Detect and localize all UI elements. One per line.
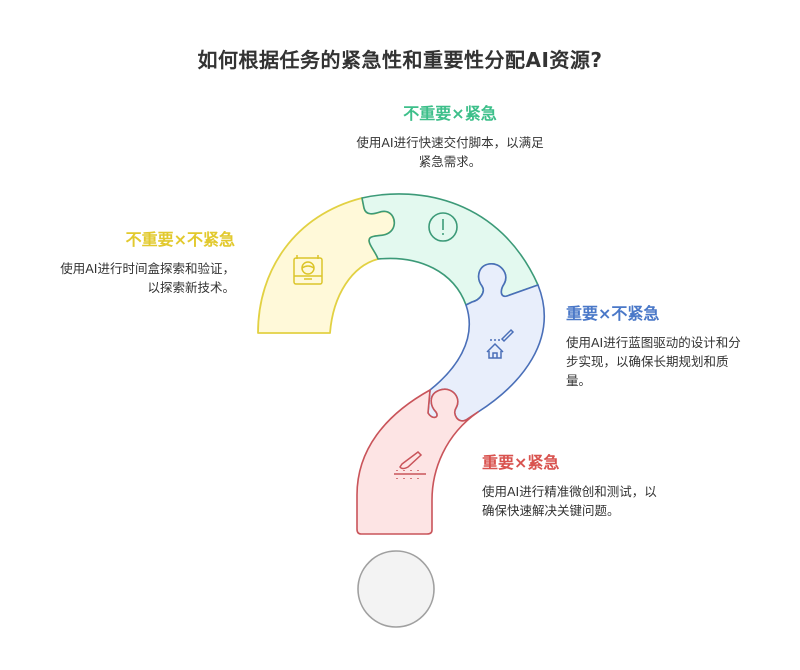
desc-not-important-urgent: 使用AI进行快速交付脚本，以满足 紧急需求。 [340, 133, 560, 171]
desc-line: 量。 [566, 373, 592, 388]
exclamation-circle-icon [428, 212, 458, 242]
question-mark-dot [357, 550, 435, 628]
label-not-important-urgent: 不重要×紧急 使用AI进行快速交付脚本，以满足 紧急需求。 [340, 104, 560, 171]
desc-line: 以探索新技术。 [147, 280, 235, 295]
desc-line: 使用AI进行蓝图驱动的设计和分 [566, 335, 741, 350]
house-blueprint-icon [486, 328, 515, 359]
desc-important-not-urgent: 使用AI进行蓝图驱动的设计和分 步实现，以确保长期规划和质 量。 [566, 333, 766, 390]
desc-line: 紧急需求。 [418, 154, 482, 169]
desc-line: 步实现，以确保长期规划和质 [566, 354, 729, 369]
scalpel-icon [394, 451, 426, 479]
heading-important-urgent: 重要×紧急 [482, 453, 560, 472]
heading-important-not-urgent: 重要×不紧急 [566, 304, 660, 323]
label-important-not-urgent: 重要×不紧急 使用AI进行蓝图驱动的设计和分 步实现，以确保长期规划和质 量。 [566, 304, 766, 390]
label-important-urgent: 重要×紧急 使用AI进行精准微创和测试，以 确保快速解决关键问题。 [482, 453, 692, 520]
desc-line: 使用AI进行快速交付脚本，以满足 [356, 135, 544, 150]
desc-not-important-not-urgent: 使用AI进行时间盒探索和验证， 以探索新技术。 [30, 259, 235, 297]
desc-line: 使用AI进行时间盒探索和验证， [60, 261, 235, 276]
page-title: 如何根据任务的紧急性和重要性分配AI资源? [197, 48, 603, 72]
desc-line: 使用AI进行精准微创和测试，以 [482, 484, 657, 499]
globe-suitcase-icon [293, 255, 323, 285]
puzzle-piece-not-important-urgent [361, 193, 539, 306]
desc-important-urgent: 使用AI进行精准微创和测试，以 确保快速解决关键问题。 [482, 482, 692, 520]
heading-not-important-urgent: 不重要×紧急 [403, 104, 497, 123]
puzzle-piece-important-urgent [356, 388, 479, 535]
puzzle-piece-not-important-not-urgent [257, 197, 396, 334]
label-not-important-not-urgent: 不重要×不紧急 使用AI进行时间盒探索和验证， 以探索新技术。 [30, 230, 235, 297]
desc-line: 确保快速解决关键问题。 [482, 503, 620, 518]
heading-not-important-not-urgent: 不重要×不紧急 [125, 230, 235, 249]
